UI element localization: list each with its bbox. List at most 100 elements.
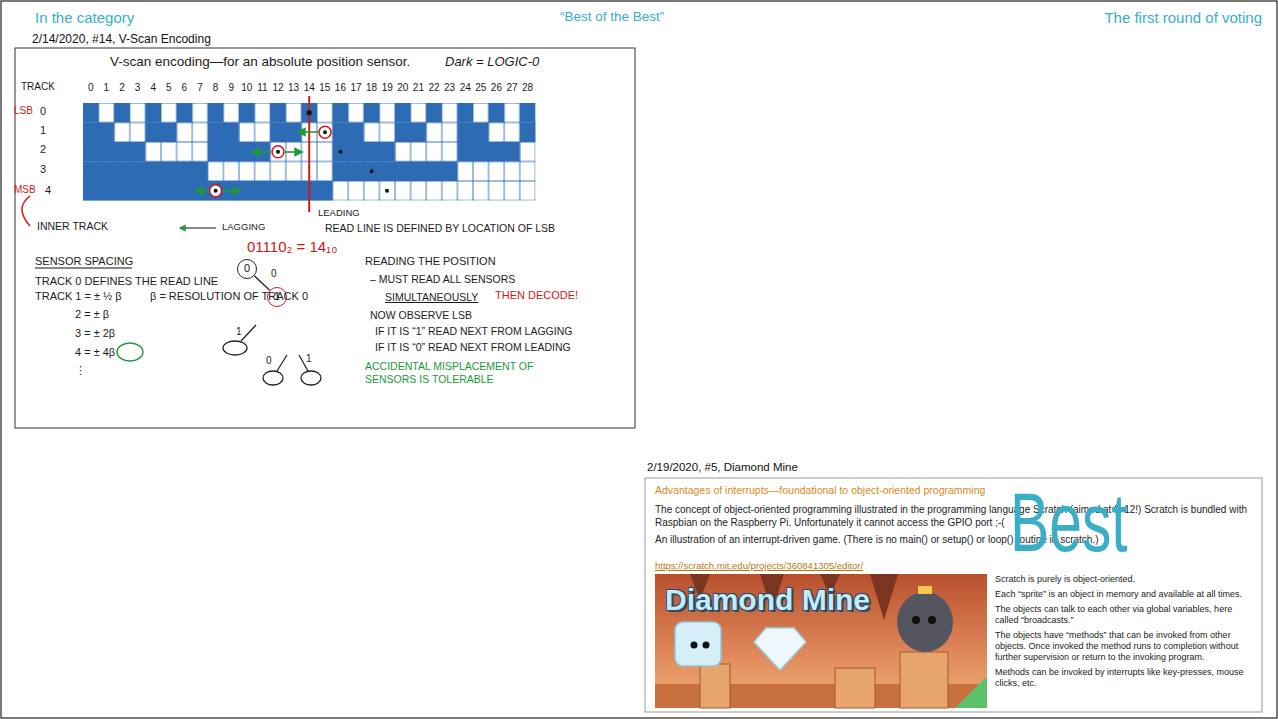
- green-arrow: [222, 190, 240, 192]
- board-note: – MUST READ ALL SENSORS: [370, 273, 515, 286]
- board-note: ACCIDENTAL MISPLACEMENT OF SENSORS IS TO…: [365, 360, 580, 386]
- board-note: INNER TRACK: [37, 220, 108, 233]
- track-number: 15: [319, 82, 330, 94]
- green-arrow: [298, 131, 318, 133]
- row-label: 2: [40, 143, 46, 156]
- slide-title: Advantages of interrupts—foundational to…: [655, 484, 985, 497]
- image-frame: [645, 478, 1262, 712]
- ice-sprite: [675, 622, 721, 666]
- sensor-dot: [276, 150, 280, 154]
- tree-leaf: [301, 371, 321, 385]
- sprite-eye: [928, 616, 936, 624]
- tree-branch: [254, 276, 269, 290]
- branch-label: 0: [270, 268, 278, 280]
- board-note: 2 = ± β: [75, 308, 109, 321]
- track-number: 11: [257, 82, 267, 94]
- track-number: 10: [241, 82, 252, 94]
- green-arrow: [196, 190, 209, 192]
- track-number: 0: [88, 82, 94, 94]
- image-caption: 2/19/2020, #5, Diamond Mine: [647, 461, 798, 475]
- board-note: SIMULTANEOUSLY: [385, 291, 478, 304]
- diamond: [754, 628, 806, 670]
- row-label: 3: [40, 163, 46, 176]
- sensor-dot: [385, 189, 389, 193]
- pillar: [900, 652, 948, 708]
- bullet-text: Scratch is purely is object-oriented.: [995, 574, 1257, 585]
- board-note: TRACK 1 = ± ½ β: [35, 290, 122, 303]
- row-label: 4: [45, 184, 51, 197]
- track-number: 28: [522, 82, 533, 94]
- sensor-circle: [210, 185, 222, 197]
- board-note: β = RESOLUTION OF TRACK 0: [150, 290, 308, 303]
- sprite-eye: [703, 642, 710, 649]
- sprite-eye: [691, 642, 698, 649]
- sprite-eye: [912, 616, 920, 624]
- link-text: https://scratch.mit.edu/projects/3608413…: [655, 560, 863, 571]
- sensor-dot: [214, 189, 218, 193]
- pillar: [835, 668, 875, 708]
- track-number: 9: [228, 82, 234, 94]
- track-number: 13: [288, 82, 299, 94]
- bullet-text: Each “sprite” is an object in memory and…: [995, 589, 1257, 600]
- header-text: The first round of voting: [1104, 9, 1262, 27]
- sensor-dot: [307, 110, 312, 115]
- track-number: 19: [382, 82, 393, 94]
- header-title: “Best of the Best”: [560, 9, 664, 25]
- tree-node: 0: [237, 259, 257, 279]
- branch-label: 1: [306, 353, 312, 365]
- sensor-circle: [272, 146, 284, 158]
- board-note: 3 = ± 2β: [75, 327, 115, 340]
- track-number: 21: [413, 82, 424, 94]
- track-number: 17: [350, 82, 361, 94]
- body-text: An illustration of an interrupt-driven g…: [655, 533, 1250, 546]
- watermark: Best: [1010, 480, 1128, 564]
- track-number: 20: [397, 82, 408, 94]
- track-number: 18: [366, 82, 377, 94]
- track-number: 24: [460, 82, 471, 94]
- header-text: In the category: [35, 9, 134, 27]
- corner-badge: [955, 676, 987, 708]
- image-frame: [15, 48, 635, 428]
- row-label: 1: [40, 124, 46, 137]
- board-note: TRACK 0 DEFINES THE READ LINE: [35, 275, 218, 288]
- board-note: LEADING: [318, 207, 360, 218]
- board-note: THEN DECODE!: [495, 289, 578, 302]
- green-arrow: [252, 151, 271, 153]
- axis-label: TRACK: [21, 81, 55, 93]
- track-number: 16: [335, 82, 346, 94]
- bullet-text: Methods can be invoked by interrupts lik…: [995, 667, 1257, 689]
- track-number: 6: [182, 82, 188, 94]
- track-number: 12: [272, 82, 283, 94]
- pillar: [700, 664, 730, 708]
- bullet-text: The objects can talk to each other via g…: [995, 604, 1257, 626]
- game-background: [655, 574, 987, 708]
- stalactite: [870, 574, 898, 620]
- msb-bracket: [22, 196, 30, 226]
- track-number: 23: [444, 82, 455, 94]
- bit-label: LSB: [14, 105, 33, 117]
- tree-digit: 0: [238, 260, 256, 278]
- board-note: IF IT IS “0” READ NEXT FROM LEADING: [375, 341, 571, 354]
- board-note: 4 = ± 4β: [75, 346, 115, 359]
- connector-line: [254, 276, 269, 290]
- board-heading: SENSOR SPACING: [35, 255, 133, 268]
- highlight-circle: [117, 343, 143, 361]
- board-title: V-scan encoding—for an absolute position…: [110, 54, 410, 70]
- sensor-dot: [370, 169, 374, 173]
- tree-leaf: [223, 341, 247, 355]
- game-title: Diamond Mine: [665, 582, 870, 618]
- tree-leaf: [263, 371, 283, 385]
- board-note: READ LINE IS DEFINED BY LOCATION OF LSB: [325, 222, 555, 235]
- track-number: 1: [104, 82, 110, 94]
- scratch-slide-image: [645, 478, 1262, 712]
- body-text: The concept of object-oriented programmi…: [655, 503, 1250, 529]
- track-number: 27: [506, 82, 517, 94]
- robot-lamp: [918, 586, 932, 594]
- bit-label: MSB: [14, 184, 36, 196]
- sensor-dot: [338, 150, 342, 154]
- tree-branch: [277, 355, 287, 371]
- branch-label: 0: [266, 355, 272, 367]
- board-note: LAGGING: [222, 221, 265, 232]
- robot-sprite: [897, 592, 953, 652]
